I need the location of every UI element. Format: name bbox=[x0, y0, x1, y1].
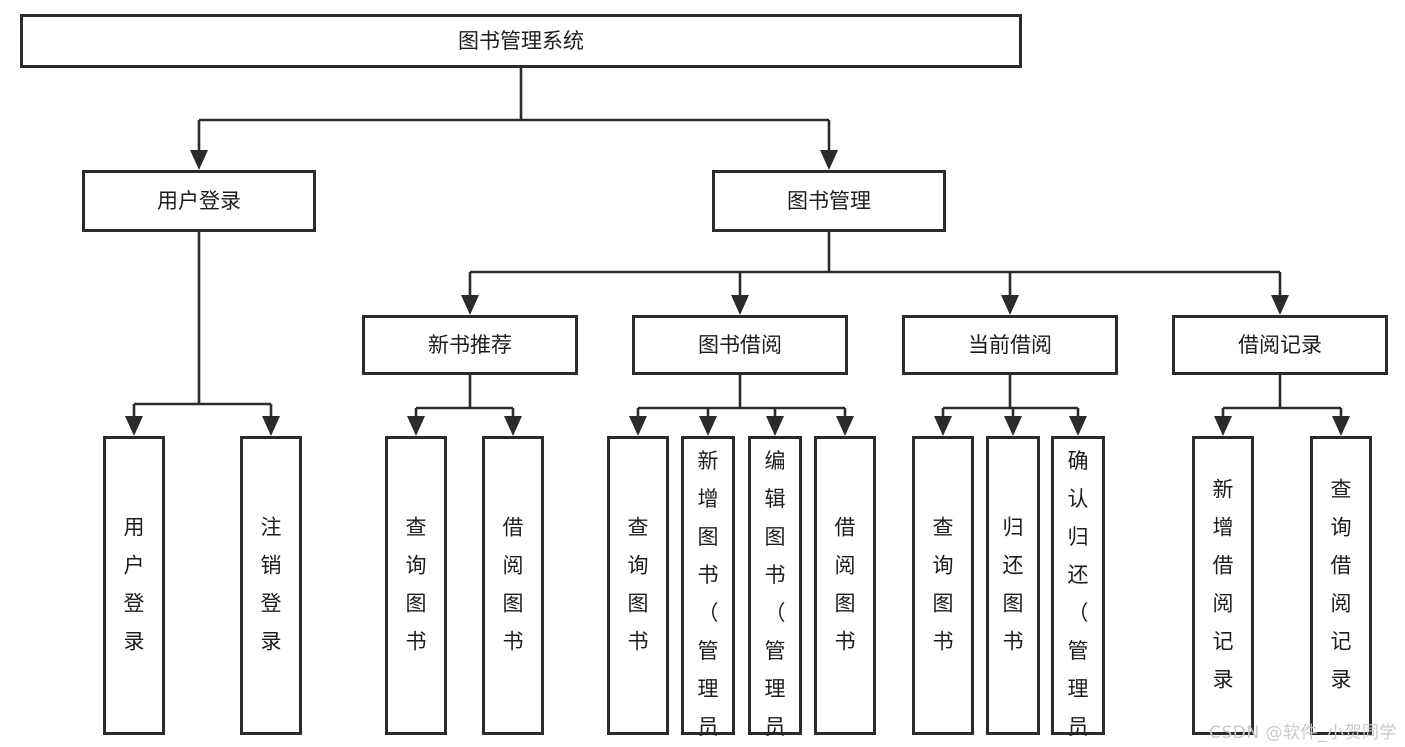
node-box bbox=[712, 170, 946, 232]
connector-group-book-borrow bbox=[629, 375, 854, 436]
connector-group-current-borrow bbox=[934, 375, 1087, 436]
arrow-head bbox=[125, 416, 143, 436]
node-label: 归还图书 bbox=[1003, 516, 1024, 654]
node-box bbox=[748, 436, 802, 735]
node-label: 新增图书（管理员） bbox=[698, 449, 719, 747]
connector-group-borrow-record bbox=[1214, 375, 1350, 436]
node-label: 查询图书 bbox=[628, 516, 649, 654]
arrow-head bbox=[836, 416, 854, 436]
nodes-layer: 图书管理系统用户登录图书管理新书推荐图书借阅当前借阅借阅记录用户登录注销登录查询… bbox=[20, 14, 1388, 747]
node-leaf-query-book-2[interactable]: 查询图书 bbox=[607, 436, 669, 735]
connector-group-new-book-recommend bbox=[407, 375, 522, 436]
node-leaf-edit-book[interactable]: 编辑图书（管理员） bbox=[748, 436, 802, 747]
arrow-head bbox=[407, 416, 425, 436]
node-user-login[interactable]: 用户登录 bbox=[82, 170, 316, 232]
arrow-head bbox=[629, 416, 647, 436]
arrow-head bbox=[766, 416, 784, 436]
node-box bbox=[1172, 315, 1388, 375]
node-label: 借阅记录 bbox=[1238, 333, 1322, 357]
node-leaf-query-book-3[interactable]: 查询图书 bbox=[912, 436, 974, 735]
node-box bbox=[1310, 436, 1372, 735]
node-label: 确认归还（管理员） bbox=[1068, 449, 1089, 747]
node-box bbox=[607, 436, 669, 735]
node-borrow-record[interactable]: 借阅记录 bbox=[1172, 315, 1388, 375]
node-leaf-borrow-book-2[interactable]: 借阅图书 bbox=[814, 436, 876, 735]
node-box bbox=[1192, 436, 1254, 735]
connector-group-user-login bbox=[125, 232, 280, 436]
node-box bbox=[912, 436, 974, 735]
node-leaf-query-book-1[interactable]: 查询图书 bbox=[385, 436, 447, 735]
node-leaf-borrow-book-1[interactable]: 借阅图书 bbox=[482, 436, 544, 735]
node-box bbox=[240, 436, 302, 735]
arrow-head bbox=[1332, 416, 1350, 436]
node-label: 借阅图书 bbox=[835, 516, 856, 654]
node-book-manage[interactable]: 图书管理 bbox=[712, 170, 946, 232]
node-leaf-user-logout[interactable]: 注销登录 bbox=[240, 436, 302, 735]
node-box bbox=[902, 315, 1118, 375]
node-box bbox=[20, 14, 1022, 68]
node-leaf-user-login[interactable]: 用户登录 bbox=[103, 436, 165, 735]
arrow-head bbox=[1271, 295, 1289, 315]
arrow-head bbox=[820, 150, 838, 170]
csdn-watermark: CSDN @软件_小贺同学 bbox=[1209, 723, 1397, 743]
node-leaf-add-book[interactable]: 新增图书（管理员） bbox=[681, 436, 735, 747]
node-label: 查询图书 bbox=[406, 516, 427, 654]
node-label: 新书推荐 bbox=[428, 333, 512, 357]
node-leaf-add-record[interactable]: 新增借阅记录 bbox=[1192, 436, 1254, 735]
arrow-head bbox=[1001, 295, 1019, 315]
arrow-head bbox=[731, 295, 749, 315]
node-box bbox=[482, 436, 544, 735]
node-leaf-query-record[interactable]: 查询借阅记录 bbox=[1310, 436, 1372, 735]
node-new-book-recommend[interactable]: 新书推荐 bbox=[362, 315, 578, 375]
arrow-head bbox=[1069, 416, 1087, 436]
node-box bbox=[103, 436, 165, 735]
arrow-head bbox=[934, 416, 952, 436]
node-label: 用户登录 bbox=[124, 516, 145, 654]
arrow-head bbox=[504, 416, 522, 436]
arrow-head bbox=[699, 416, 717, 436]
node-box bbox=[986, 436, 1040, 735]
node-box bbox=[681, 436, 735, 735]
arrow-head bbox=[1214, 416, 1232, 436]
node-box bbox=[814, 436, 876, 735]
edges-layer bbox=[125, 68, 1350, 436]
node-box bbox=[632, 315, 848, 375]
node-label: 编辑图书（管理员） bbox=[765, 449, 786, 747]
node-book-borrow[interactable]: 图书借阅 bbox=[632, 315, 848, 375]
node-leaf-return-book[interactable]: 归还图书 bbox=[986, 436, 1040, 735]
node-label: 新增借阅记录 bbox=[1213, 478, 1234, 692]
node-label: 用户登录 bbox=[157, 189, 241, 213]
node-leaf-confirm-return[interactable]: 确认归还（管理员） bbox=[1051, 436, 1105, 747]
node-label: 查询图书 bbox=[933, 516, 954, 654]
arrow-head bbox=[1004, 416, 1022, 436]
arrow-head bbox=[262, 416, 280, 436]
connector-group-book-manage bbox=[461, 232, 1289, 315]
node-box bbox=[82, 170, 316, 232]
connector-group-root bbox=[190, 68, 838, 170]
arrow-head bbox=[461, 295, 479, 315]
arrow-head bbox=[190, 150, 208, 170]
node-box bbox=[385, 436, 447, 735]
node-label: 注销登录 bbox=[261, 516, 282, 654]
node-label: 图书管理 bbox=[787, 189, 871, 213]
node-current-borrow[interactable]: 当前借阅 bbox=[902, 315, 1118, 375]
node-label: 图书借阅 bbox=[698, 333, 782, 357]
node-label: 查询借阅记录 bbox=[1331, 478, 1352, 692]
node-label: 图书管理系统 bbox=[458, 29, 584, 53]
node-box bbox=[1051, 436, 1105, 735]
node-root[interactable]: 图书管理系统 bbox=[20, 14, 1022, 68]
node-box bbox=[362, 315, 578, 375]
node-label: 借阅图书 bbox=[503, 516, 524, 654]
node-label: 当前借阅 bbox=[968, 333, 1052, 357]
